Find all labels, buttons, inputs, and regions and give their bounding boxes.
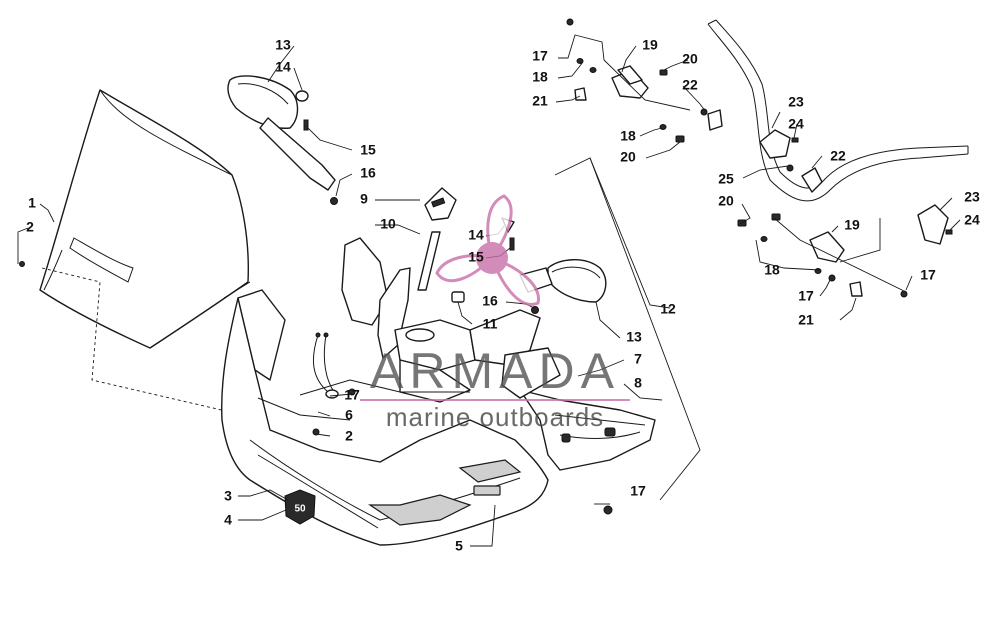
callout-15: 15 [468, 249, 484, 265]
callout-17: 17 [798, 288, 814, 304]
callout-7: 7 [634, 351, 642, 367]
shift-lever [417, 187, 457, 291]
callout-20: 20 [718, 193, 734, 209]
callout-21: 21 [798, 312, 814, 328]
windshield-leader [41, 267, 257, 419]
handlebar [707, 19, 969, 202]
callout-17: 17 [630, 483, 646, 499]
callout-16: 16 [482, 293, 498, 309]
watermark-tagline: marine outboards [386, 402, 604, 432]
callout-17: 17 [344, 387, 360, 403]
callout-18: 18 [620, 128, 636, 144]
hood-emblem [473, 485, 501, 496]
callout-24: 24 [964, 212, 980, 228]
callout-20: 20 [682, 51, 698, 67]
callout-22: 22 [682, 77, 698, 93]
lower-clamp [737, 213, 908, 298]
hood-badge: 50 [284, 489, 316, 525]
callout-3: 3 [224, 488, 232, 504]
callout-23: 23 [788, 94, 804, 110]
propeller-logo [435, 194, 540, 306]
watermark-brand: ARMADA [370, 343, 620, 399]
callouts: 1 2 2 3 4 5 6 7 8 9 10 11 12 13 13 14 14… [26, 37, 980, 554]
callout-22: 22 [830, 148, 846, 164]
badge-text: 50 [294, 504, 306, 515]
armada-watermark: ARMADA marine outboards [360, 194, 630, 432]
connector [451, 291, 465, 303]
screw [312, 428, 320, 436]
callout-16: 16 [360, 165, 376, 181]
callout-1: 1 [28, 195, 36, 211]
callout-20: 20 [620, 149, 636, 165]
dash-console [257, 237, 561, 421]
callout-19: 19 [844, 217, 860, 233]
callout-9: 9 [360, 191, 368, 207]
callout-5: 5 [455, 538, 463, 554]
callout-14: 14 [275, 59, 291, 75]
windshield [39, 89, 250, 349]
callout-18: 18 [764, 262, 780, 278]
callout-2: 2 [345, 428, 353, 444]
callout-6: 6 [345, 407, 353, 423]
callout-25: 25 [718, 171, 734, 187]
hood [221, 289, 656, 546]
callout-2: 2 [26, 219, 34, 235]
callout-17: 17 [920, 267, 936, 283]
grip-components [700, 108, 953, 245]
callout-24: 24 [788, 116, 804, 132]
callout-23: 23 [964, 189, 980, 205]
callout-19: 19 [642, 37, 658, 53]
callout-11: 11 [483, 316, 498, 332]
nut [603, 505, 613, 515]
callout-21: 21 [532, 93, 548, 109]
screw [348, 388, 356, 396]
wiring-harness [312, 332, 339, 399]
screw [19, 261, 25, 267]
callout-14: 14 [468, 227, 484, 243]
left-mirror [227, 75, 338, 205]
callout-12: 12 [660, 301, 676, 317]
callout-18: 18 [532, 69, 548, 85]
callout-4: 4 [224, 512, 232, 528]
callout-15: 15 [360, 142, 376, 158]
callout-8: 8 [634, 375, 642, 391]
callout-13: 13 [626, 329, 642, 345]
callout-13: 13 [275, 37, 291, 53]
callout-17: 17 [532, 48, 548, 64]
callout-10: 10 [380, 216, 396, 232]
